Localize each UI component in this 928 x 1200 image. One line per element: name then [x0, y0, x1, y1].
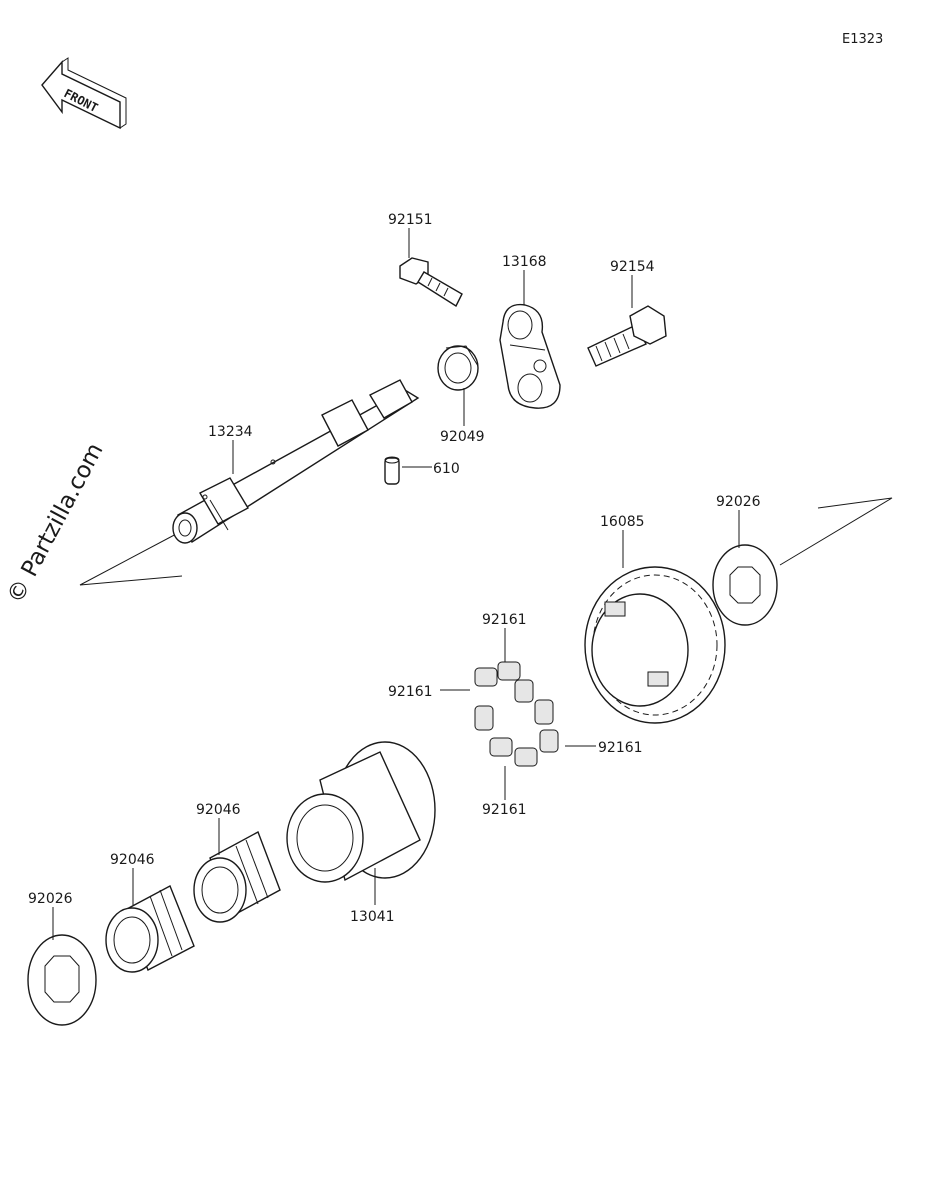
part-label-92161-right: 92161	[598, 740, 643, 756]
oil-seal-92049	[437, 345, 479, 391]
roller-set-92161	[474, 661, 559, 767]
part-label-92049: 92049	[440, 429, 485, 445]
part-label-92161-left: 92161	[388, 684, 433, 700]
part-label-13234: 13234	[208, 424, 253, 440]
part-label-92046-lower: 92046	[110, 852, 155, 868]
part-label-13041: 13041	[350, 909, 395, 925]
shaft-13234	[172, 379, 420, 544]
part-label-92026-bottom: 92026	[28, 891, 73, 907]
needle-bearing-92046-upper	[193, 831, 281, 923]
pin-610	[384, 456, 400, 485]
part-label-92154: 92154	[610, 259, 655, 275]
gear-16085	[584, 566, 726, 724]
bolt-92151	[399, 257, 463, 308]
part-label-610: 610	[433, 461, 460, 477]
front-arrow-icon: FRONT	[41, 57, 127, 130]
part-label-92161-bottom: 92161	[482, 802, 527, 818]
lever-13168	[499, 303, 561, 409]
needle-bearing-92046-lower	[105, 885, 195, 973]
watermark-text: © Partzilla.com	[2, 439, 108, 608]
part-label-92046-upper: 92046	[196, 802, 241, 818]
part-label-16085: 16085	[600, 514, 645, 530]
leader-lines	[52, 228, 740, 940]
diagram-ref-label: E1323	[842, 32, 883, 47]
thrust-washer-92026-top	[712, 544, 778, 626]
gear-axis-line	[779, 497, 893, 566]
part-label-13168: 13168	[502, 254, 547, 270]
thrust-washer-92026-bottom	[27, 934, 97, 1026]
bolt-92154	[587, 305, 667, 367]
shaft-axis-line	[79, 531, 183, 586]
part-label-92161-top: 92161	[482, 612, 527, 628]
part-label-92026-top: 92026	[716, 494, 761, 510]
part-label-92151: 92151	[388, 212, 433, 228]
clutch-housing-13041	[286, 741, 436, 883]
